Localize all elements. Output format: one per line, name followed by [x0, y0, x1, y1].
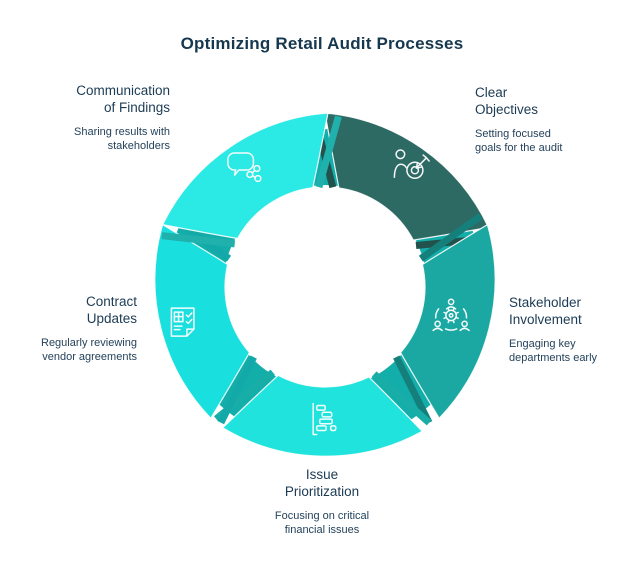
gear-tooth — [455, 311, 459, 315]
connector-arc — [444, 328, 458, 331]
ribbon-wedge — [154, 224, 251, 419]
gear-tooth — [452, 307, 455, 312]
step-label-issue-prioritization: Issue Prioritization Focusing on critica… — [222, 466, 422, 537]
step-description: Regularly reviewing vendor agreements — [41, 337, 137, 363]
target-inner — [410, 166, 420, 175]
dart-shaft — [415, 157, 428, 169]
bar — [321, 411, 333, 418]
document-outline — [170, 307, 195, 337]
person-shoulders — [432, 327, 443, 332]
step-label-contract-updates: Contract Updates Regularly reviewing ven… — [0, 293, 137, 364]
step-title: Clear Objectives — [475, 85, 539, 117]
checkmark — [185, 318, 193, 325]
segment-communication-of-findings — [161, 112, 342, 248]
person-shoulders — [459, 327, 470, 332]
bar — [315, 425, 327, 432]
share-node — [253, 164, 261, 173]
person-target-icon — [393, 149, 430, 180]
person-head — [447, 298, 455, 306]
bar — [329, 425, 337, 432]
gear-tooth — [447, 307, 450, 312]
person-shoulders — [445, 306, 457, 310]
share-link — [251, 169, 257, 179]
contract-check-icon — [170, 307, 195, 337]
step-label-stakeholder-involvement: Stakeholder Involvement Engaging key dep… — [509, 294, 641, 365]
gear-tooth — [443, 316, 447, 320]
gear-tooth — [455, 316, 459, 320]
step-title: Contract Updates — [85, 294, 137, 326]
target-outer — [406, 161, 424, 180]
page-title: Optimizing Retail Audit Processes — [180, 34, 464, 53]
axis-line — [312, 402, 318, 436]
step-description: Sharing results with stakeholders — [74, 126, 170, 152]
ribbon-fold — [315, 115, 342, 189]
gear-tooth — [452, 319, 455, 324]
share-node — [246, 170, 254, 179]
connector-arc — [434, 308, 440, 319]
folded-corner — [186, 328, 195, 337]
gear-tooth — [443, 311, 447, 315]
team-gear-icon — [432, 298, 470, 332]
connector-arc — [462, 308, 468, 319]
share-node — [254, 174, 262, 183]
priority-bars-icon — [312, 402, 337, 436]
dart-head — [415, 162, 422, 169]
speech-bubble — [227, 152, 255, 176]
step-description: Engaging key departments early — [509, 338, 598, 364]
step-description: Focusing on critical financial issues — [274, 510, 370, 536]
step-label-clear-objectives: Clear Objectives Setting focused goals f… — [475, 84, 625, 155]
speech-share-icon — [227, 152, 262, 183]
bar — [315, 404, 326, 411]
bar — [318, 418, 333, 425]
ribbon-wedge — [324, 112, 490, 241]
checkmark — [185, 312, 193, 318]
text-lines — [173, 325, 183, 331]
ribbon-fold — [418, 213, 483, 262]
person-head — [395, 149, 406, 160]
gear-body — [445, 309, 458, 322]
gear-center — [448, 312, 454, 318]
dart-fletching — [422, 154, 430, 162]
ribbon-fold — [161, 232, 236, 248]
step-description: Setting focused goals for the audit — [475, 128, 563, 154]
ribbon-fold — [217, 355, 257, 425]
step-title: Communication of Findings — [76, 83, 170, 115]
person-body — [393, 163, 408, 179]
segment-stakeholder-involvement — [393, 213, 496, 425]
ribbon-fold — [371, 371, 432, 426]
person-head — [434, 320, 441, 328]
step-label-communication-of-findings: Communication of Findings Sharing result… — [10, 82, 170, 153]
step-title: Issue Prioritization — [284, 467, 360, 499]
step-title: Stakeholder Involvement — [509, 295, 582, 327]
gear-tooth — [447, 319, 450, 324]
ribbon-wedge — [162, 112, 329, 240]
table-lines — [173, 311, 184, 323]
person-head — [461, 320, 468, 328]
